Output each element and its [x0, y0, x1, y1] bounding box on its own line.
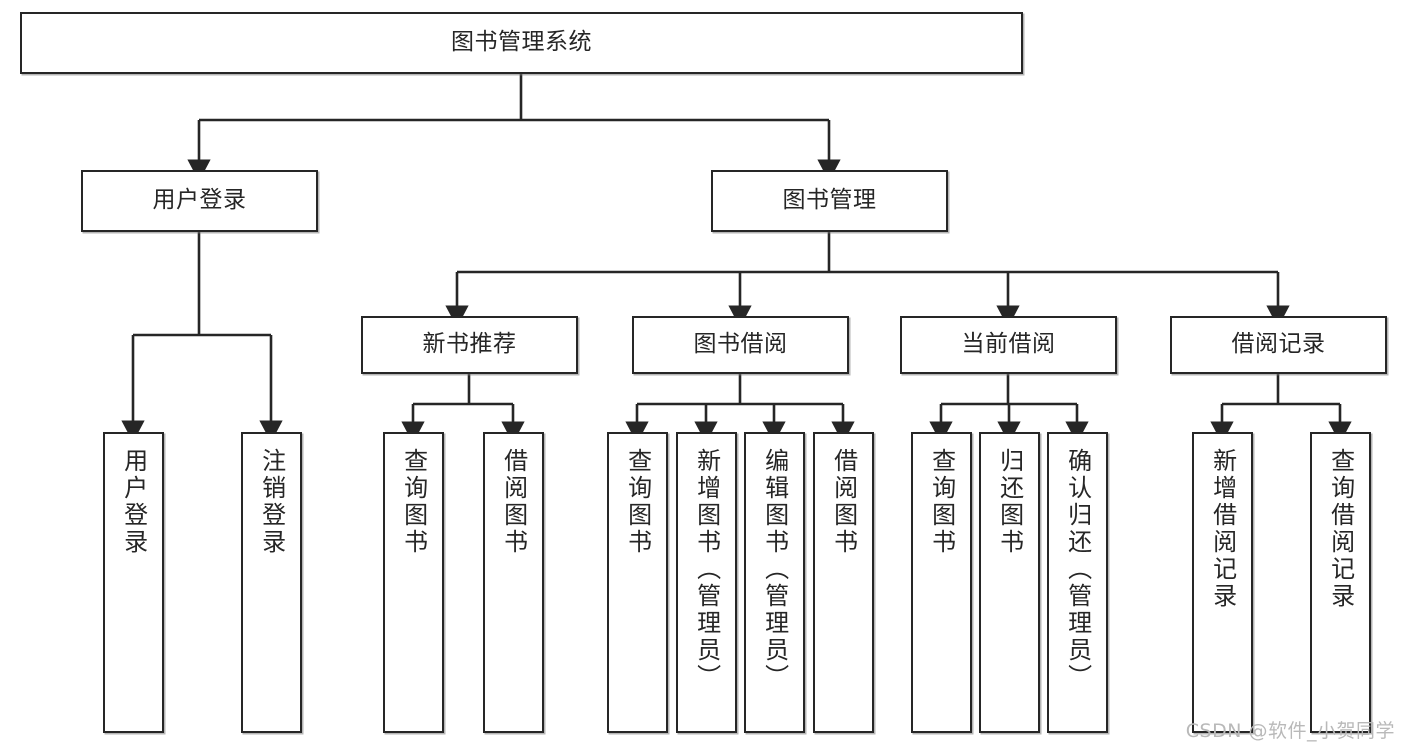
node-book-management[interactable]: 图书管理	[711, 170, 948, 232]
node-label: 用户登录	[152, 187, 247, 214]
node-label: 确认归还（管理员）	[1063, 448, 1092, 691]
node-label: 归还图书	[995, 448, 1024, 556]
node-leaf-add-book-admin[interactable]: 新增图书（管理员）	[676, 432, 737, 733]
node-leaf-logout-login[interactable]: 注销登录	[241, 432, 302, 733]
node-label: 注销登录	[257, 448, 286, 556]
node-label: 查询图书	[623, 448, 652, 556]
node-label: 图书管理	[782, 187, 877, 214]
node-leaf-return-books[interactable]: 归还图书	[979, 432, 1040, 733]
node-label: 查询图书	[399, 448, 428, 556]
node-label: 新书推荐	[422, 331, 517, 358]
node-label: 当前借阅	[961, 331, 1056, 358]
node-leaf-edit-book-admin[interactable]: 编辑图书（管理员）	[744, 432, 805, 733]
node-label: 查询图书	[927, 448, 956, 556]
node-label: 查询借阅记录	[1326, 448, 1355, 610]
node-label: 新增图书（管理员）	[692, 448, 721, 691]
node-leaf-user-login[interactable]: 用户登录	[103, 432, 164, 733]
node-leaf-query-books-2[interactable]: 查询图书	[607, 432, 668, 733]
node-leaf-borrow-books-1[interactable]: 借阅图书	[483, 432, 544, 733]
node-new-book-recommend[interactable]: 新书推荐	[361, 316, 578, 374]
node-system-title[interactable]: 图书管理系统	[20, 12, 1023, 74]
node-leaf-confirm-return-admin[interactable]: 确认归还（管理员）	[1047, 432, 1108, 733]
node-leaf-query-books-1[interactable]: 查询图书	[383, 432, 444, 733]
node-label: 编辑图书（管理员）	[760, 448, 789, 691]
node-leaf-borrow-books-2[interactable]: 借阅图书	[813, 432, 874, 733]
node-leaf-query-borrow-record[interactable]: 查询借阅记录	[1310, 432, 1371, 733]
node-leaf-query-books-3[interactable]: 查询图书	[911, 432, 972, 733]
node-leaf-add-borrow-record[interactable]: 新增借阅记录	[1192, 432, 1253, 733]
node-user-login[interactable]: 用户登录	[81, 170, 318, 232]
node-borrow-record[interactable]: 借阅记录	[1170, 316, 1387, 374]
node-label: 用户登录	[119, 448, 148, 556]
node-label: 借阅图书	[829, 448, 858, 556]
node-book-borrow[interactable]: 图书借阅	[632, 316, 849, 374]
node-label: 借阅图书	[499, 448, 528, 556]
node-current-borrow[interactable]: 当前借阅	[900, 316, 1117, 374]
node-label: 新增借阅记录	[1208, 448, 1237, 610]
node-label: 图书借阅	[693, 331, 788, 358]
node-label: 借阅记录	[1231, 331, 1326, 358]
node-label: 图书管理系统	[451, 29, 592, 56]
